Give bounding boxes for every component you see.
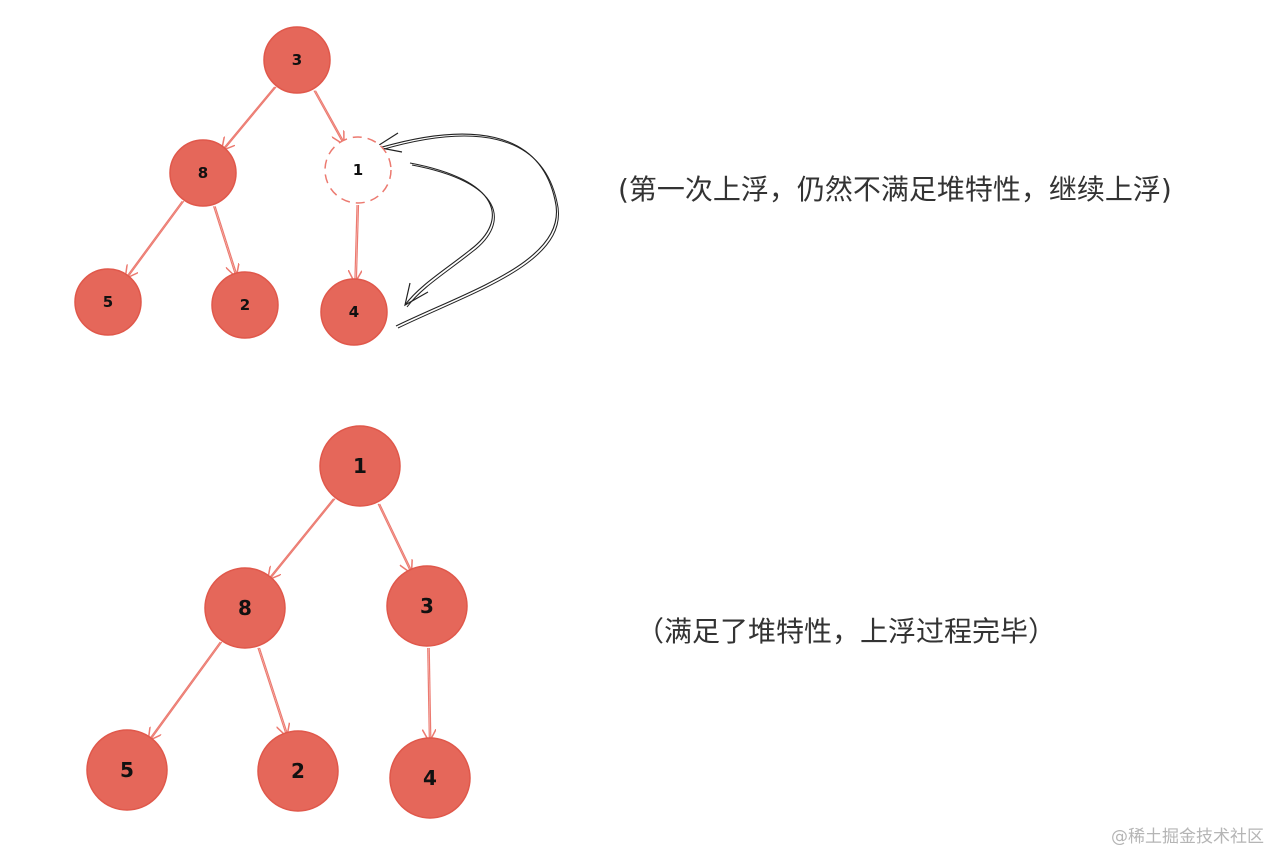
tree-edge-b1-b3 — [377, 503, 411, 574]
tree-node-t8: 8 — [169, 139, 237, 207]
swap-arrow-stroke — [406, 164, 495, 308]
node-label: 2 — [240, 296, 250, 314]
tree-edge-t3-t1 — [314, 90, 346, 145]
swap-arrow-stroke — [373, 135, 559, 329]
tree-node-t1: 1 — [324, 136, 392, 204]
caption-first-sift-up: (第一次上浮，仍然不满足堆特性，继续上浮) — [618, 173, 1172, 206]
node-label: 8 — [238, 596, 252, 620]
tree-node-t2: 2 — [211, 271, 279, 339]
arrowhead-icon — [404, 282, 429, 307]
node-label: 4 — [423, 766, 437, 790]
tree-node-b4: 4 — [389, 737, 471, 819]
tree-edge-b1-b8 — [268, 498, 335, 580]
node-label: 2 — [291, 759, 305, 783]
tree-edge-t1-t4 — [355, 204, 360, 284]
node-label: 1 — [353, 454, 367, 478]
tree-node-b8: 8 — [204, 567, 286, 649]
swap-arrow — [404, 162, 493, 306]
node-label: 5 — [103, 293, 113, 311]
tree-node-t5: 5 — [74, 268, 142, 336]
tree-edge-b3-b4 — [428, 647, 430, 742]
tree-node-t4: 4 — [320, 278, 388, 346]
caption-sift-up-complete: （满足了堆特性，上浮过程完毕） — [636, 615, 1057, 648]
node-label: 3 — [292, 51, 302, 69]
tree-node-b1: 1 — [319, 425, 401, 507]
tree-edge-b8-b5 — [149, 641, 223, 742]
tree-edge-b1-b8 — [268, 498, 336, 581]
tree-node-t3: 3 — [263, 26, 331, 94]
tree-edge-b3-b4 — [428, 647, 432, 743]
tree-edge-t1-t4 — [355, 204, 357, 283]
node-label: 4 — [349, 303, 359, 321]
tree-edge-b1-b3 — [379, 503, 414, 574]
tree-edge-t8-t5 — [126, 200, 185, 280]
node-label: 8 — [198, 164, 208, 182]
tree-edge-b8-b5 — [148, 641, 221, 741]
tree-node-b3: 3 — [386, 565, 468, 647]
tree-edge-t8-t2 — [213, 206, 237, 277]
tree-edge-t8-t5 — [125, 200, 183, 278]
node-label: 1 — [353, 161, 363, 179]
swap-arrow — [371, 133, 558, 327]
tree-edge-t3-t8 — [222, 86, 276, 151]
watermark: @稀土掘金技术社区 — [1111, 827, 1264, 847]
tree-edge-b8-b2 — [258, 647, 289, 737]
tree-edge-t3-t1 — [313, 90, 344, 145]
tree-node-b2: 2 — [257, 730, 339, 812]
node-label: 3 — [420, 594, 434, 618]
tree-edge-t3-t8 — [222, 86, 277, 152]
tree-node-b5: 5 — [86, 729, 168, 811]
tree-edge-t8-t2 — [214, 206, 239, 278]
tree-edge-b8-b2 — [257, 647, 287, 737]
node-label: 5 — [120, 758, 134, 782]
